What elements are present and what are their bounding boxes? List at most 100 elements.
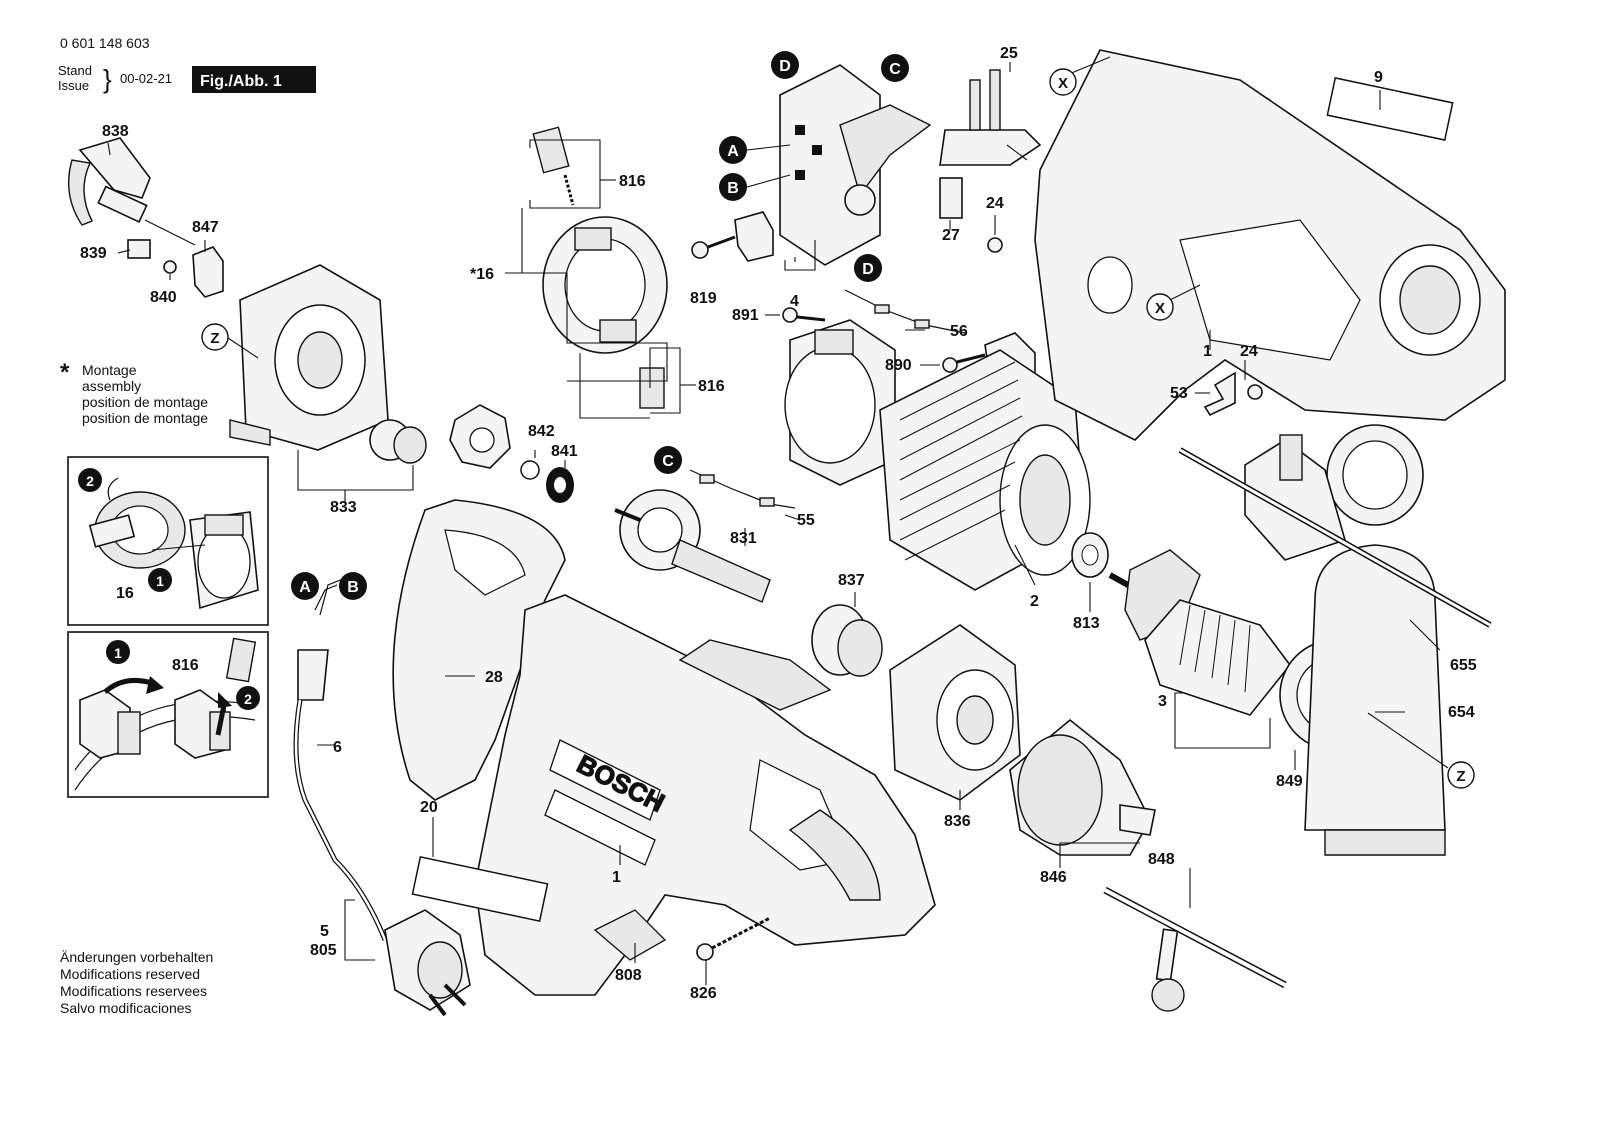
label-816-inset: 816	[172, 657, 199, 674]
label-5: 5	[320, 923, 329, 940]
wire-56	[844, 289, 966, 334]
callout-a-switch: A	[719, 136, 791, 164]
screw-891	[782, 307, 826, 323]
label-6: 6	[333, 739, 342, 756]
gear-housing-flange	[229, 264, 389, 451]
label-24-upper: 24	[986, 195, 1004, 212]
svg-text:A: A	[299, 579, 311, 596]
label-805: 805	[310, 942, 337, 959]
label-837: 837	[838, 572, 865, 589]
label-20: 20	[420, 799, 438, 816]
power-cord-6	[293, 576, 388, 941]
bearing-813	[1071, 532, 1109, 578]
washer-842	[520, 460, 540, 480]
label-891: 891	[732, 307, 759, 324]
svg-text:D: D	[862, 261, 874, 278]
bearing-837	[811, 604, 883, 677]
label-816-top: 816	[619, 173, 646, 190]
drill-chuck-846	[1009, 718, 1156, 856]
callout-step-1-inset1: 1	[148, 568, 172, 592]
inset-brush-insertion	[67, 631, 269, 798]
screw-890	[942, 353, 986, 373]
part-839-shape	[127, 239, 151, 259]
label-831: 831	[730, 530, 757, 547]
screw-826	[696, 916, 771, 961]
nut-24-lower	[1247, 384, 1263, 400]
nut-24-upper	[987, 237, 1003, 253]
label-819: 819	[690, 290, 717, 307]
callout-d-wire: D	[854, 254, 882, 282]
label-3: 3	[1158, 693, 1167, 710]
svg-text:B: B	[347, 579, 359, 596]
svg-text:Z: Z	[210, 330, 219, 347]
callout-step-1-inset2: 1	[106, 640, 130, 664]
svg-text:1: 1	[114, 645, 122, 661]
footer-line-1: Änderungen vorbehalten	[60, 949, 213, 965]
part-labels: 838 839 840 847 816 *16 816 819 4 891 56…	[80, 45, 1477, 1002]
svg-text:2: 2	[86, 473, 94, 489]
label-840: 840	[150, 289, 177, 306]
callout-b-switch: B	[719, 173, 791, 201]
cable-clamp	[734, 211, 774, 262]
clip-25	[939, 69, 1042, 166]
label-27: 27	[942, 227, 960, 244]
rating-plate-9	[1326, 77, 1454, 141]
callout-a-cord: A	[291, 572, 319, 600]
label-847: 847	[192, 219, 219, 236]
svg-text:Z: Z	[1456, 768, 1465, 785]
label-842: 842	[528, 423, 555, 440]
callout-z-right: Z	[1447, 761, 1475, 789]
label-836: 836	[944, 813, 971, 830]
callout-b-cord: B	[339, 572, 367, 600]
legend-line-1: Montage	[82, 362, 137, 378]
label-25: 25	[1000, 45, 1018, 62]
carbon-brush-lower	[639, 367, 665, 409]
gear-housing-836	[889, 624, 1021, 801]
svg-text:C: C	[889, 61, 901, 78]
label-2: 2	[1030, 593, 1039, 610]
label-655: 655	[1450, 657, 1477, 674]
inset-brush-holder-assembly	[67, 456, 269, 626]
brush-plate-16	[542, 216, 668, 354]
wire-55	[689, 469, 796, 509]
callout-step-2-inset1: 2	[78, 468, 102, 492]
brace-symbol: }	[103, 64, 112, 94]
housing-half-9	[1034, 49, 1506, 441]
handle-cover-28	[392, 499, 566, 801]
part-847-shape	[192, 246, 224, 298]
switch-module	[779, 64, 932, 266]
svg-text:B: B	[727, 180, 739, 197]
brush-holder-frame	[784, 319, 896, 486]
callout-x-top: X	[1049, 68, 1077, 96]
label-816-mid: 816	[698, 378, 725, 395]
label-839: 839	[80, 245, 107, 262]
svg-text:A: A	[727, 143, 739, 160]
label-848: 848	[1148, 851, 1175, 868]
label-838: 838	[102, 123, 129, 140]
footer-line-4: Salvo modificaciones	[60, 1000, 192, 1016]
label-9: 9	[1374, 69, 1383, 86]
label-4: 4	[790, 293, 799, 310]
callout-d-top: D	[771, 51, 799, 79]
label-813: 813	[1073, 615, 1100, 632]
label-28: 28	[485, 669, 503, 686]
label-1-housing: 1	[1203, 343, 1212, 360]
bearing-841	[546, 467, 574, 503]
label-56: 56	[950, 323, 968, 340]
callout-c-top: C	[881, 54, 909, 82]
issue-label: Issue	[58, 78, 89, 93]
auxiliary-handle-654	[1244, 424, 1446, 856]
depth-stop-655	[1178, 447, 1492, 628]
label-20	[411, 856, 549, 922]
svg-text:X: X	[1058, 75, 1068, 92]
callout-step-2-inset2: 2	[236, 686, 260, 710]
svg-text:2: 2	[244, 691, 252, 707]
label-833: 833	[330, 499, 357, 516]
mains-plug-805	[384, 909, 471, 1017]
screw-819	[691, 235, 736, 259]
brush-spring-upper	[563, 174, 575, 206]
footer-line-3: Modifications reservees	[60, 983, 207, 999]
legend-line-2: assembly	[82, 378, 141, 394]
label-16-inset: 16	[116, 585, 134, 602]
svg-text:D: D	[779, 58, 791, 75]
